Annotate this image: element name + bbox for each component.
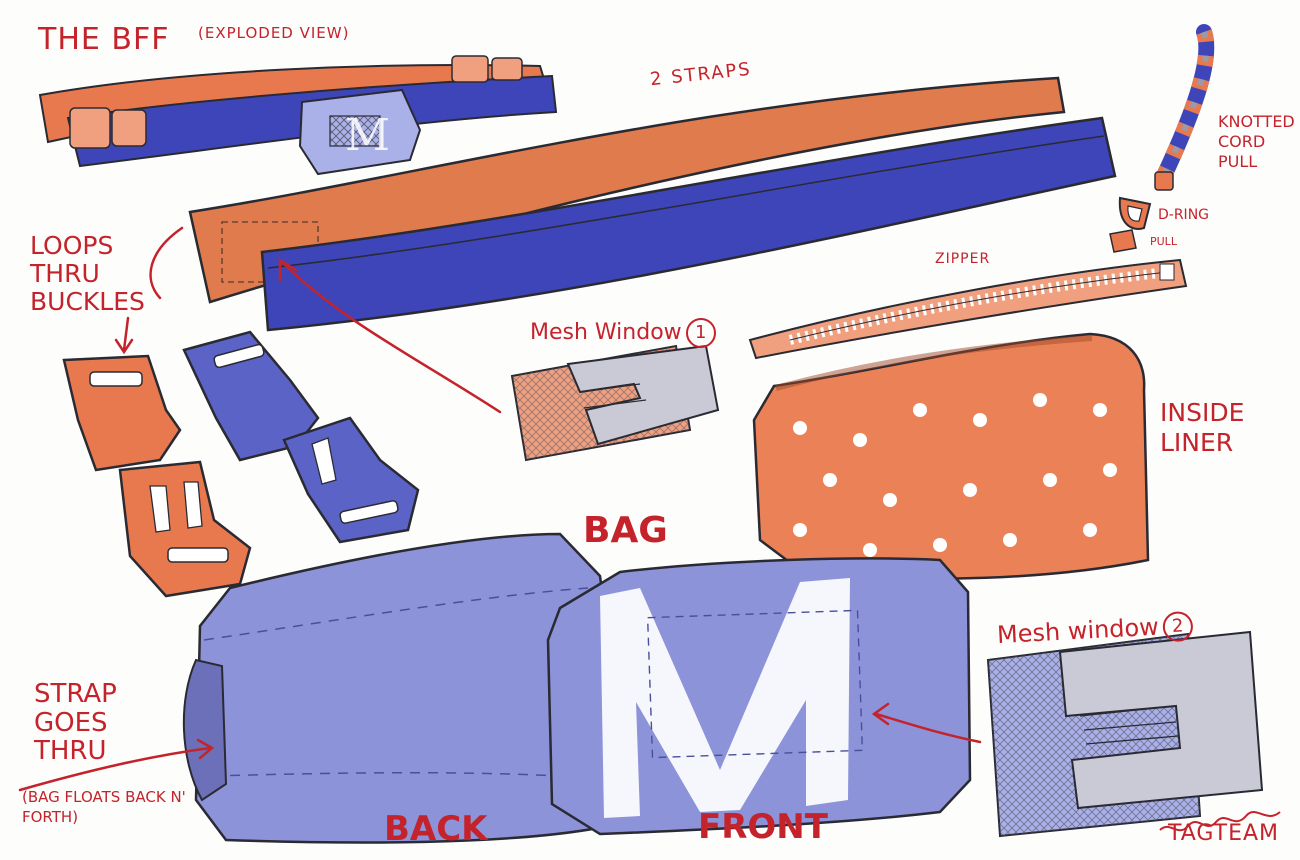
label-bag-floats: (Bag floats back n' forth) — [22, 788, 222, 827]
label-strap-goes-thru: Strap Goes Thru — [34, 680, 144, 766]
signature-tagteam: TagTeam — [1168, 822, 1279, 845]
label-mesh-window-1-text: Mesh Window — [530, 320, 682, 345]
knotted-cord-pull — [1155, 32, 1206, 190]
blue-buckle — [184, 332, 418, 542]
label-pull: Pull — [1150, 236, 1177, 248]
label-inside-liner: Inside Liner — [1160, 398, 1280, 458]
label-mesh-window-1-number: 1 — [686, 318, 716, 348]
label-bag: BAG — [583, 512, 668, 550]
label-loops-thru-buckles: Loops Thru Buckles — [30, 232, 180, 316]
label-front: FRONT — [698, 810, 828, 846]
mesh-window-2 — [988, 632, 1262, 836]
svg-text:M: M — [345, 110, 390, 161]
bag-front-panel — [548, 559, 970, 835]
label-mesh-window-1: Mesh Window1 — [530, 318, 716, 348]
mesh-window-1 — [512, 346, 718, 460]
label-d-ring: D-Ring — [1158, 208, 1209, 223]
label-knotted-cord-pull: Knotted Cord Pull — [1218, 112, 1288, 172]
assembled-belt: M — [40, 56, 556, 174]
inside-liner — [754, 334, 1148, 579]
label-back: BACK — [384, 812, 488, 848]
diagram-title: The BFF — [38, 24, 169, 56]
zipper-pull — [1110, 230, 1136, 252]
label-mesh-window-2-number: 2 — [1162, 611, 1194, 643]
label-zipper: Zipper — [935, 252, 990, 267]
diagram-subtitle: (Exploded view) — [198, 26, 349, 42]
d-ring — [1120, 198, 1150, 229]
